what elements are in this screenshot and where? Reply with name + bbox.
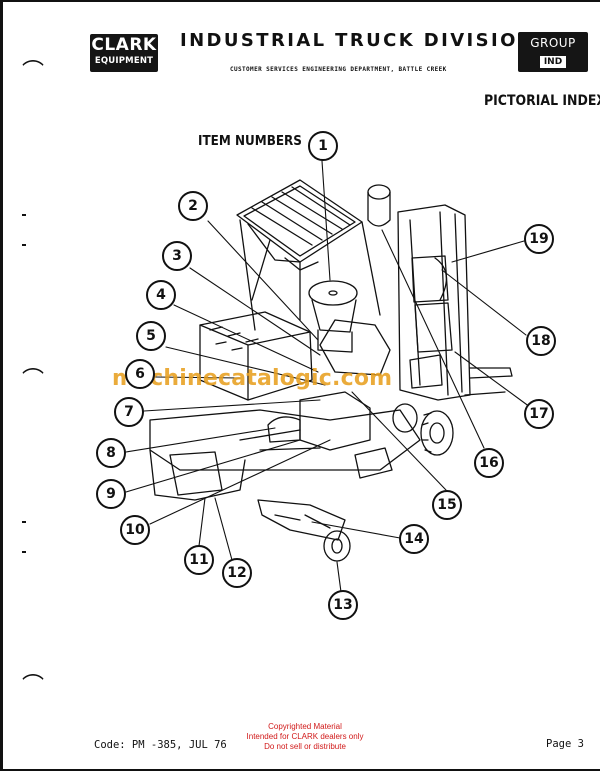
steering-wheel: [308, 280, 358, 353]
binder-hole-mark: ⌒: [22, 368, 45, 393]
callout-16: 16: [474, 448, 504, 478]
copyright-line: Do not sell or distribute: [264, 742, 346, 751]
margin-tick: [22, 551, 26, 553]
pictorial-index-title: PICTORIAL INDEX: [484, 91, 600, 109]
callout-6: 6: [125, 359, 155, 389]
group-code: IND: [539, 56, 567, 68]
callout-12: 12: [222, 558, 252, 588]
clark-equipment-logo: CLARK EQUIPMENT: [90, 34, 158, 72]
callout-1: 1: [308, 131, 338, 161]
item-numbers-heading: ITEM NUMBERS: [198, 133, 302, 149]
callout-4: 4: [146, 280, 176, 310]
binder-hole-mark: ⌒: [22, 60, 45, 85]
division-title: INDUSTRIAL TRUCK DIVISION: [180, 30, 536, 51]
copyright-notice: Copyrighted Material Intended for CLARK …: [240, 722, 370, 752]
group-badge: GROUP IND: [518, 32, 588, 72]
margin-tick: [22, 244, 26, 246]
drive-wheel: [392, 403, 454, 456]
copyright-line: Copyrighted Material: [268, 722, 342, 731]
counterweight: [199, 311, 313, 401]
callout-18: 18: [526, 326, 556, 356]
callout-leaders: [125, 160, 531, 593]
margin-tick: [22, 214, 26, 216]
document-code: Code: PM -385, JUL 76: [94, 739, 227, 751]
callout-8: 8: [96, 438, 126, 468]
margin-tick: [22, 521, 26, 523]
callout-3: 3: [162, 241, 192, 271]
callout-15: 15: [432, 490, 462, 520]
logo-line2: EQUIPMENT: [94, 56, 154, 66]
callout-14: 14: [399, 524, 429, 554]
department-subtitle: CUSTOMER SERVICES ENGINEERING DEPARTMENT…: [230, 66, 447, 73]
callout-10: 10: [120, 515, 150, 545]
callout-2: 2: [178, 191, 208, 221]
callout-13: 13: [328, 590, 358, 620]
group-label: GROUP: [530, 36, 576, 50]
page-border-left: [0, 0, 3, 771]
page-border-bottom: [0, 769, 600, 771]
callout-7: 7: [114, 397, 144, 427]
copyright-line: Intended for CLARK dealers only: [246, 732, 364, 741]
callout-5: 5: [136, 321, 166, 351]
logo-line1: CLARK: [91, 35, 157, 55]
watermark-text: machinecatalogic.com: [112, 366, 393, 391]
mast-assembly: [397, 204, 513, 401]
callout-9: 9: [96, 479, 126, 509]
page-border-top: [0, 0, 600, 2]
binder-hole-mark: ⌒: [22, 674, 45, 699]
page-number: Page 3: [546, 738, 584, 750]
hydraulic-tank: [367, 184, 391, 227]
callout-11: 11: [184, 545, 214, 575]
overhead-guard: [236, 179, 381, 331]
steer-axle: [257, 499, 351, 562]
callout-19: 19: [524, 224, 554, 254]
callout-17: 17: [524, 399, 554, 429]
